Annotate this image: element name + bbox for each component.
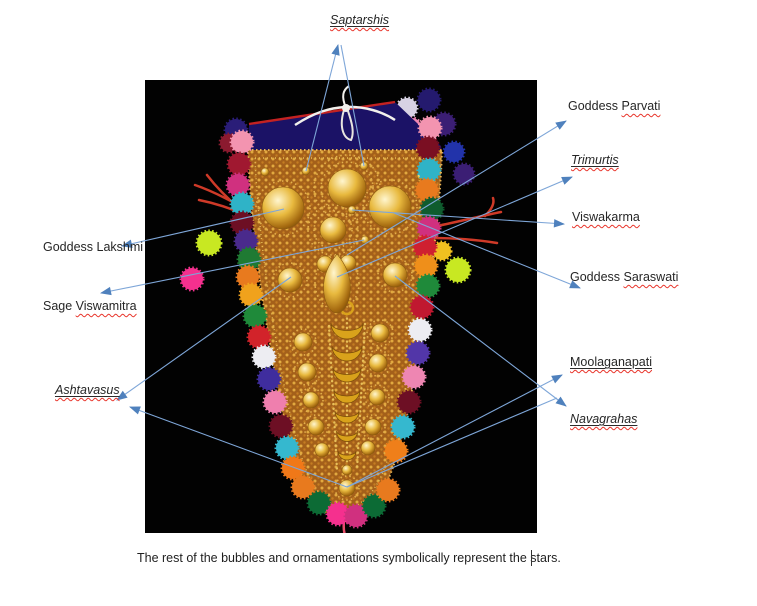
label-word: Saptarshis bbox=[330, 13, 390, 27]
label-goddess-saraswati[interactable]: Goddess Saraswati bbox=[570, 270, 678, 285]
label-sage-viswamitra[interactable]: Sage Viswamitra bbox=[43, 299, 137, 314]
label-text: Goddess Lakshmi bbox=[43, 240, 144, 254]
label-navagrahas[interactable]: Navagrahas bbox=[570, 412, 637, 427]
label-underline: Trimurtis bbox=[571, 153, 619, 167]
callout-arrowhead bbox=[129, 406, 141, 415]
label-underline: Moolaganapati bbox=[570, 355, 652, 369]
label-word: Ashtavasus bbox=[55, 383, 120, 397]
callout-arrowhead bbox=[553, 219, 565, 228]
label-trimurtis[interactable]: Trimurtis bbox=[571, 153, 619, 168]
callout-arrowhead bbox=[555, 396, 567, 407]
label-word: Navagrahas bbox=[570, 412, 638, 426]
label-word: Trimurtis bbox=[571, 153, 619, 167]
callout-arrowhead bbox=[551, 374, 563, 384]
label-word: Parvati bbox=[621, 99, 661, 113]
callout-arrowhead bbox=[331, 44, 340, 56]
velvet-band bbox=[248, 85, 442, 154]
callout-arrowhead bbox=[561, 176, 573, 185]
label-underline: Ashtavasus bbox=[55, 383, 120, 397]
label-viswakarma[interactable]: Viswakarma bbox=[572, 210, 640, 225]
label-word: Viswakarma bbox=[572, 210, 640, 224]
label-word: Moolaganapati bbox=[570, 355, 653, 369]
callout-arrowhead bbox=[100, 286, 112, 296]
label-ashtavasus[interactable]: Ashtavasus bbox=[55, 383, 120, 398]
label-text: Sage bbox=[43, 299, 76, 313]
callout-arrowhead bbox=[555, 120, 567, 130]
nettipattam-illustration bbox=[179, 85, 503, 543]
label-saptarshis[interactable]: Saptarshis bbox=[330, 13, 389, 28]
label-moolaganapati[interactable]: Moolaganapati bbox=[570, 355, 652, 370]
label-goddess-lakshmi[interactable]: Goddess Lakshmi bbox=[43, 240, 143, 255]
label-goddess-parvati[interactable]: Goddess Parvati bbox=[568, 99, 660, 114]
label-underline: Saptarshis bbox=[330, 13, 389, 27]
caption-text[interactable]: The rest of the bubbles and ornamentatio… bbox=[137, 551, 561, 565]
label-word: Saraswati bbox=[623, 270, 679, 284]
nettipattam-photo bbox=[145, 80, 537, 543]
label-word: Viswamitra bbox=[75, 299, 137, 313]
label-underline: Navagrahas bbox=[570, 412, 637, 426]
label-text: Goddess bbox=[568, 99, 622, 113]
label-text: Goddess bbox=[570, 270, 624, 284]
text-cursor bbox=[531, 550, 532, 566]
